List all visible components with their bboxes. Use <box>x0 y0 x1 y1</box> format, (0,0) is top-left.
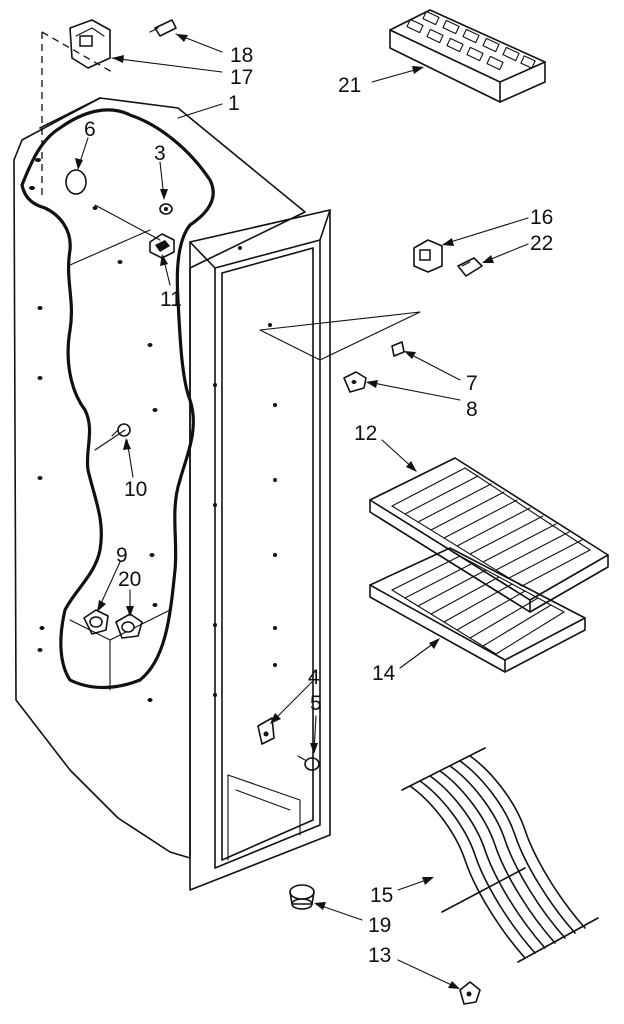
label-16: 16 <box>530 206 553 229</box>
screw-part-10 <box>111 423 131 437</box>
label-14: 14 <box>372 662 396 685</box>
screw-part-3 <box>159 203 173 215</box>
clip-part-13 <box>459 981 481 1005</box>
plug-part-6 <box>65 169 87 195</box>
label-5: 5 <box>310 692 322 715</box>
wire-shelf-part-15 <box>401 747 599 963</box>
shelf-part-14 <box>369 547 586 673</box>
label-18: 18 <box>230 44 253 67</box>
cover-part-17 <box>69 19 111 69</box>
label-12: 12 <box>354 422 377 445</box>
label-4: 4 <box>308 666 320 689</box>
label-19: 19 <box>368 914 391 937</box>
freezer-liner-cabinet <box>13 31 306 859</box>
part-number-labels: 18 17 1 6 3 11 10 9 20 4 5 21 16 22 7 8 … <box>84 44 553 967</box>
bracket-part-11 <box>149 233 175 259</box>
liner-holes <box>29 158 158 702</box>
label-13: 13 <box>368 944 391 967</box>
label-6: 6 <box>84 118 96 141</box>
switch-part-16 <box>413 239 443 273</box>
label-21: 21 <box>338 74 361 97</box>
label-22: 22 <box>530 232 553 255</box>
label-9: 9 <box>116 544 128 567</box>
leader-lines <box>75 33 529 989</box>
label-11: 11 <box>160 288 182 311</box>
label-17: 17 <box>230 66 253 89</box>
ice-tray-part-21 <box>389 9 546 103</box>
screw-part-5 <box>297 755 320 771</box>
label-3: 3 <box>154 142 166 165</box>
liner-front-flange <box>189 209 331 891</box>
bulb-part-22 <box>457 257 483 277</box>
damper-part-20 <box>115 613 143 639</box>
clip-part-7 <box>391 341 405 357</box>
shelf-part-12 <box>369 457 609 613</box>
hinge-part-4 <box>257 717 275 745</box>
label-10: 10 <box>124 478 147 501</box>
damper-part-9 <box>83 609 109 635</box>
shelf-support-reference <box>259 311 421 361</box>
screw-part-18 <box>149 19 177 37</box>
label-1: 1 <box>228 92 240 115</box>
label-20: 20 <box>118 568 141 591</box>
cap-part-19 <box>289 884 315 910</box>
support-part-8 <box>343 371 367 393</box>
label-15: 15 <box>370 884 393 907</box>
label-8: 8 <box>466 398 478 421</box>
label-7: 7 <box>466 372 478 395</box>
